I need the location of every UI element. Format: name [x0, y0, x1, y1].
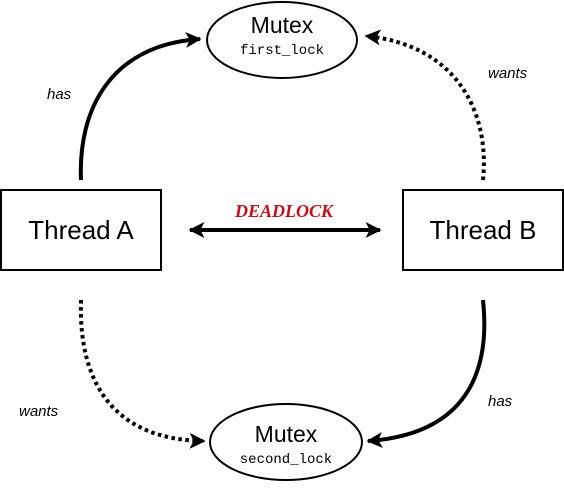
thread-a-box	[0, 189, 162, 271]
mutex-first-ellipse	[206, 1, 358, 79]
edge-b-has-second	[366, 299, 487, 448]
deadlock-label: DEADLOCK	[234, 201, 335, 221]
edge-a-has-first	[78, 31, 202, 181]
edge-a-has-first-label: has	[47, 86, 72, 103]
thread-a-node: Thread A	[0, 189, 162, 271]
mutex-first-node: Mutex first_lock	[206, 1, 358, 79]
edge-b-wants-first-label: wants	[488, 65, 528, 82]
mutex-first-name: first_lock	[240, 43, 324, 59]
thread-b-box	[402, 189, 564, 271]
edge-b-wants-first	[364, 29, 486, 181]
mutex-second-title: Mutex	[255, 421, 318, 447]
edge-b-has-second-label: has	[488, 393, 513, 410]
edge-a-wants-second	[78, 299, 206, 449]
thread-b-label: Thread B	[430, 215, 537, 245]
thread-b-node: Thread B	[402, 189, 564, 271]
mutex-second-ellipse	[209, 403, 363, 481]
thread-a-label: Thread A	[28, 215, 134, 245]
mutex-second-node: Mutex second_lock	[209, 403, 363, 481]
edge-a-wants-second-label: wants	[19, 403, 59, 420]
mutex-first-title: Mutex	[251, 12, 314, 38]
mutex-second-name: second_lock	[240, 452, 332, 468]
